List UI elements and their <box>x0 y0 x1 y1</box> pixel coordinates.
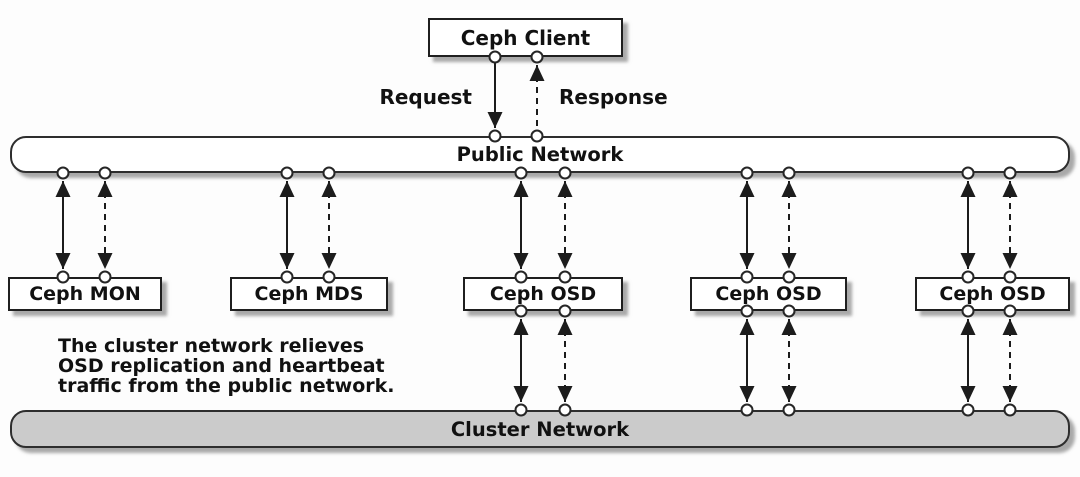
node-label: Ceph OSD <box>489 283 597 305</box>
arrowhead-down-icon <box>513 386 529 402</box>
node-label: Ceph MDS <box>254 283 364 305</box>
arrowhead-down-icon <box>279 253 295 269</box>
osd2-public-request-arrow <box>739 166 755 284</box>
osd2-cluster-response-arrow <box>781 304 797 417</box>
arrowhead-up-icon <box>321 181 337 197</box>
arrowhead-down-icon <box>55 253 71 269</box>
arrowhead-down-icon <box>739 253 755 269</box>
arrowhead-up-icon <box>557 181 573 197</box>
osd3-cluster-request-arrow <box>960 304 976 417</box>
client-response-arrow <box>529 50 545 143</box>
cluster-network-note: The cluster network relieves OSD replica… <box>58 336 395 396</box>
osd1-cluster-response-arrow <box>557 304 573 417</box>
arrowhead-down-icon <box>557 253 573 269</box>
osd3-public-request-arrow <box>960 166 976 284</box>
mds-public-response-arrow <box>321 166 337 284</box>
arrowhead-up-icon <box>557 319 573 335</box>
arrowhead-down-icon <box>1002 386 1018 402</box>
cluster-network-bar: Cluster Network <box>10 410 1070 448</box>
node-label: Ceph MON <box>29 283 141 305</box>
arrowhead-down-icon <box>960 386 976 402</box>
note-line-1: The cluster network relieves <box>58 335 365 357</box>
arrowhead-up-icon <box>513 319 529 335</box>
osd1-cluster-request-arrow <box>513 304 529 417</box>
mds-public-request-arrow <box>279 166 295 284</box>
arrowhead-up-icon <box>960 181 976 197</box>
note-line-3: traffic from the public network. <box>58 375 395 397</box>
node-ceph-osd-3: Ceph OSD <box>915 277 1070 311</box>
osd3-cluster-response-arrow <box>1002 304 1018 417</box>
note-line-2: OSD replication and heartbeat <box>58 355 385 377</box>
osd2-cluster-request-arrow <box>739 304 755 417</box>
arrowhead-up-icon <box>279 181 295 197</box>
public-network-label: Public Network <box>456 143 624 166</box>
arrowhead-up-icon <box>55 181 71 197</box>
arrowhead-up-icon <box>1002 181 1018 197</box>
ceph-client-label: Ceph Client <box>460 25 591 50</box>
cluster-network-label: Cluster Network <box>450 417 630 441</box>
request-label: Request <box>379 85 472 109</box>
arrowhead-down-icon <box>960 253 976 269</box>
arrowhead-up-icon <box>1002 319 1018 335</box>
arrowhead-up-icon <box>781 319 797 335</box>
arrowhead-down-icon <box>513 253 529 269</box>
arrowhead-up-icon <box>960 319 976 335</box>
arrowhead-up-icon <box>739 319 755 335</box>
arrowhead-down-icon <box>557 386 573 402</box>
arrowhead-down-icon <box>97 253 113 269</box>
node-ceph-mon: Ceph MON <box>8 277 162 311</box>
public-network-bar: Public Network <box>10 136 1070 173</box>
osd2-public-response-arrow <box>781 166 797 284</box>
osd3-public-response-arrow <box>1002 166 1018 284</box>
ceph-client-node: Ceph Client <box>428 18 623 57</box>
arrowhead-up-icon <box>529 65 545 81</box>
node-ceph-mds: Ceph MDS <box>230 277 388 311</box>
arrowhead-down-icon <box>487 112 503 128</box>
arrowhead-down-icon <box>781 386 797 402</box>
osd1-public-request-arrow <box>513 166 529 284</box>
arrowhead-up-icon <box>97 181 113 197</box>
client-request-arrow <box>487 50 503 143</box>
mon-public-response-arrow <box>97 166 113 284</box>
node-ceph-osd-2: Ceph OSD <box>690 277 847 311</box>
arrowhead-down-icon <box>1002 253 1018 269</box>
mon-public-request-arrow <box>55 166 71 284</box>
arrowhead-up-icon <box>513 181 529 197</box>
arrowhead-down-icon <box>321 253 337 269</box>
arrowhead-up-icon <box>739 181 755 197</box>
arrowhead-down-icon <box>739 386 755 402</box>
arrowhead-up-icon <box>781 181 797 197</box>
node-label: Ceph OSD <box>715 283 822 305</box>
node-label: Ceph OSD <box>939 283 1046 305</box>
node-ceph-osd-1: Ceph OSD <box>463 277 623 311</box>
response-label: Response <box>559 85 668 109</box>
osd1-public-response-arrow <box>557 166 573 284</box>
arrowhead-down-icon <box>781 253 797 269</box>
